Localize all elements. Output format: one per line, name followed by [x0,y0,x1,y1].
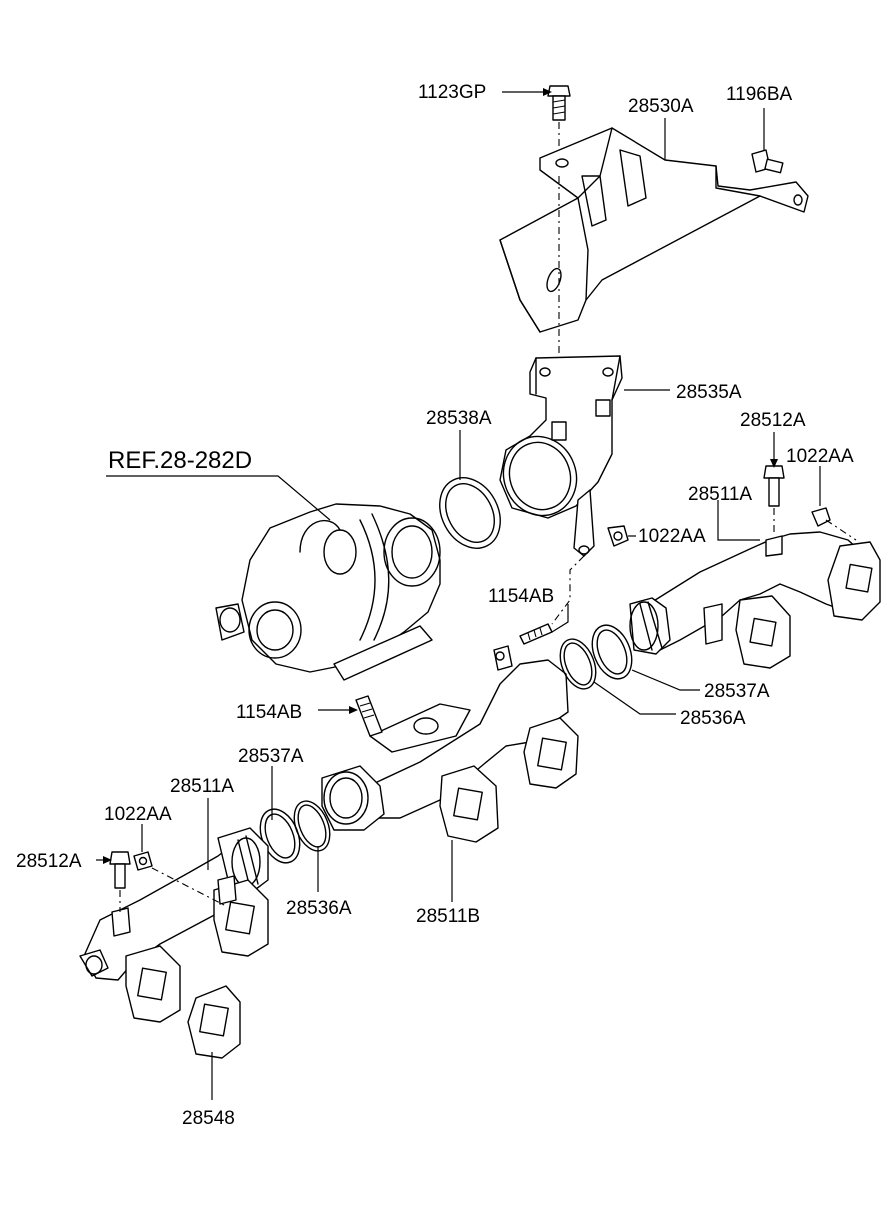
label-1154ab-left[interactable]: 1154AB [236,702,302,723]
label-1022aa-right-top[interactable]: 1022AA [786,446,854,467]
label-28537a-left[interactable]: 28537A [238,746,304,767]
label-28512a-left[interactable]: 28512A [16,851,82,872]
label-28512a-right[interactable]: 28512A [740,410,806,431]
label-28511b[interactable]: 28511B [416,906,480,927]
heat-shield[interactable] [499,127,809,333]
label-28548[interactable]: 28548 [182,1108,235,1129]
label-1196ba[interactable]: 1196BA [726,84,793,105]
ring-28536a-right[interactable] [553,634,602,694]
alignment-line-left-nut [151,867,227,907]
label-1123gp[interactable]: 1123GP [418,82,486,103]
bolt-28512a-right[interactable] [763,465,785,507]
nut-1022aa-right-mid[interactable] [607,525,629,547]
bolt-1123gp[interactable] [547,85,571,121]
ring-28537a-right[interactable] [585,619,639,684]
label-28536a-left[interactable]: 28536A [286,898,352,919]
label-28511a-left[interactable]: 28511A [170,776,234,797]
bolt-1196ba[interactable] [751,149,784,174]
label-1154ab-mid[interactable]: 1154AB [488,586,554,607]
gasket-28548[interactable] [187,985,241,1059]
manifold-center[interactable] [321,645,579,843]
label-28511a-right[interactable]: 28511A [688,484,752,505]
stud-1154ab-left[interactable] [355,695,383,737]
label-1022aa-left[interactable]: 1022AA [104,804,172,825]
label-1022aa-right-mid[interactable]: 1022AA [638,526,706,547]
turbo-elbow[interactable] [492,355,623,557]
nut-1022aa-right-top[interactable] [811,507,831,527]
label-28536a-right[interactable]: 28536A [680,708,746,729]
label-28537a-right[interactable]: 28537A [704,681,770,702]
turbocharger[interactable] [215,503,441,681]
manifold-left[interactable] [79,827,269,1023]
label-28538a[interactable]: 28538A [426,408,492,429]
alignment-line-nut [825,519,857,541]
label-ref-turbo[interactable]: REF.28-282D [108,447,252,474]
leader-lines [96,88,821,1100]
ring-28538a[interactable] [428,467,512,559]
stud-1154ab-mid[interactable] [519,623,553,645]
manifold-right[interactable] [629,531,881,669]
label-28530a[interactable]: 28530A [628,96,694,117]
part-labels: 1123GP 28530A 1196BA 28535A 28538A REF.2… [16,82,854,1129]
nut-1022aa-left[interactable] [133,851,153,871]
label-28535a[interactable]: 28535A [676,382,742,403]
ring-28536a-left[interactable] [287,796,336,856]
alignment-line-mid [551,555,585,625]
bolt-28512a-left[interactable] [109,851,131,889]
